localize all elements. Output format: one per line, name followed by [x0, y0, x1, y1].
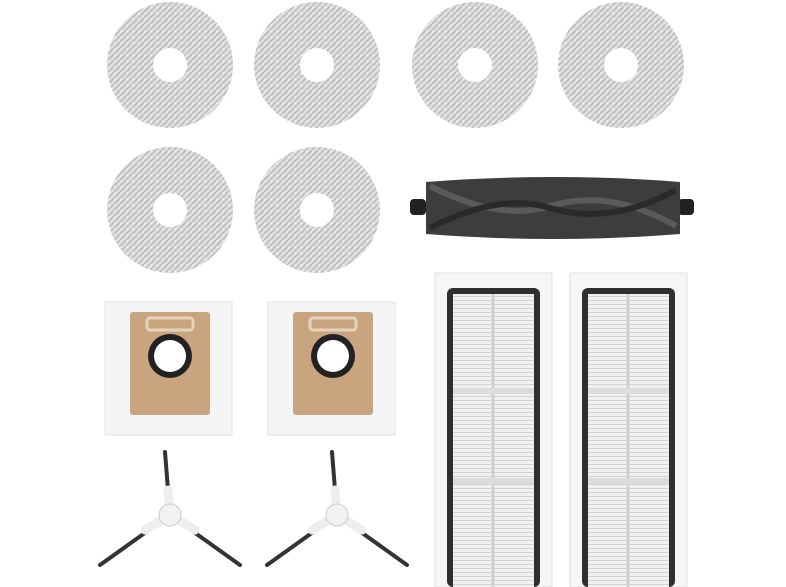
- mop-pad: [107, 147, 233, 273]
- hepa-filter: [434, 272, 553, 587]
- hepa-filter: [569, 272, 688, 587]
- side-brush: [98, 450, 242, 567]
- dust-bag: [104, 301, 233, 436]
- mop-pad: [107, 2, 233, 128]
- main-roller-brush: [410, 177, 694, 239]
- side-brush: [265, 450, 409, 567]
- mop-pad: [254, 147, 380, 273]
- mop-pad: [558, 2, 684, 128]
- mop-pad: [412, 2, 538, 128]
- dust-bag: [267, 301, 396, 436]
- mop-pad: [254, 2, 380, 128]
